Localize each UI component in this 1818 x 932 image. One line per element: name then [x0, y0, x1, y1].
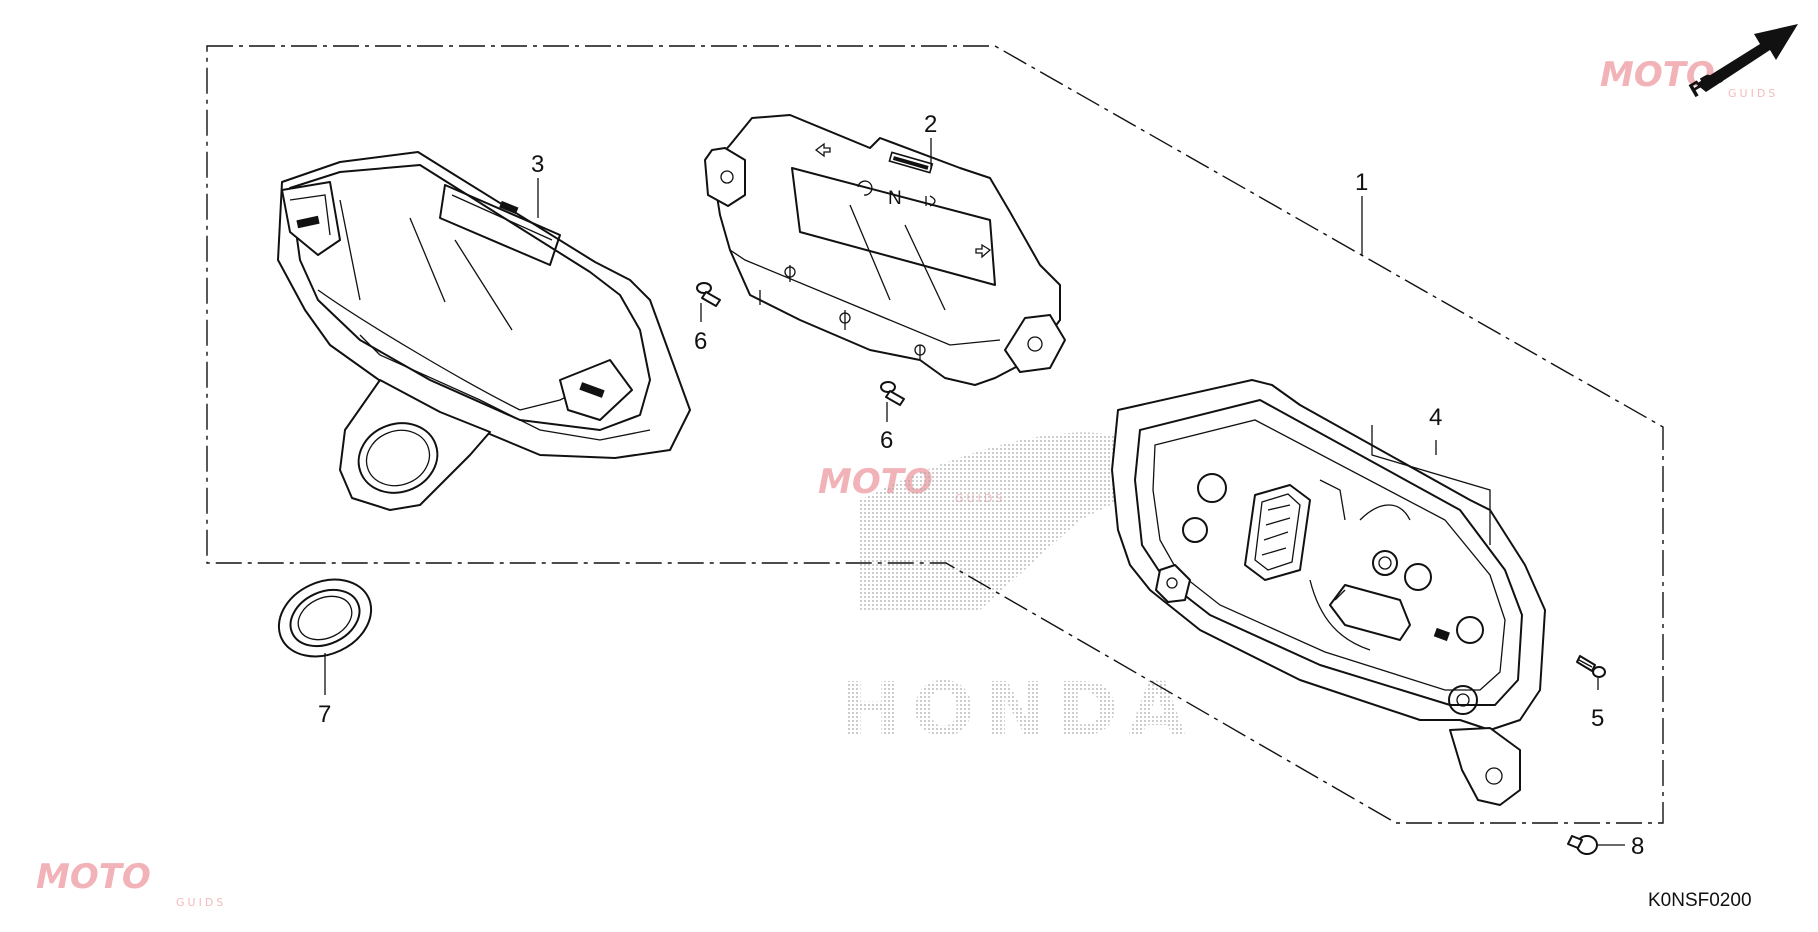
moto-guids-watermark-bottom-left: MOTO GUIDS: [36, 857, 226, 909]
assembly-boundary-outline: [206, 45, 1664, 824]
part-4-lower-case: [1111, 379, 1546, 806]
callout-2: 2: [924, 111, 937, 138]
left-turn-indicator-icon: [814, 142, 831, 158]
svg-text:GUIDS: GUIDS: [176, 896, 226, 909]
svg-text:MOTO: MOTO: [1600, 55, 1715, 95]
part-3-meter-cover: [277, 151, 691, 511]
svg-text:GUIDS: GUIDS: [1728, 87, 1778, 100]
callout-3: 3: [531, 151, 544, 178]
callout-1: 1: [1355, 169, 1368, 196]
right-turn-indicator-icon: [975, 243, 992, 259]
callout-6-upper: 6: [694, 328, 707, 355]
part-6-screw-lower: [880, 381, 905, 406]
engine-check-indicator-icon: [857, 180, 873, 196]
honda-wing-watermark: HONDA: [840, 432, 1195, 753]
diagram-code: K0NSF0200: [1648, 890, 1752, 911]
part-6-screw-upper: [696, 282, 721, 307]
part-8-screw: [1567, 835, 1598, 855]
callout-8: 8: [1631, 833, 1644, 860]
part-5-screw: [1576, 655, 1606, 678]
callout-6-lower: 6: [880, 427, 893, 454]
moto-guids-watermark-top-right: MOTO GUIDS: [1600, 55, 1778, 100]
part-7-grommet: [277, 578, 373, 658]
svg-text:MOTO: MOTO: [36, 857, 151, 897]
leader-lines: [324, 138, 1625, 846]
callout-4: 4: [1429, 404, 1442, 431]
callout-5: 5: [1591, 705, 1604, 732]
part-2-lcd-unit: N: [704, 114, 1066, 386]
callout-7: 7: [318, 701, 331, 728]
honda-text-watermark: HONDA: [840, 667, 1195, 753]
neutral-indicator-label: N: [888, 188, 902, 209]
honda-wing-shape: [860, 432, 1180, 610]
high-beam-indicator-icon: [925, 195, 936, 207]
